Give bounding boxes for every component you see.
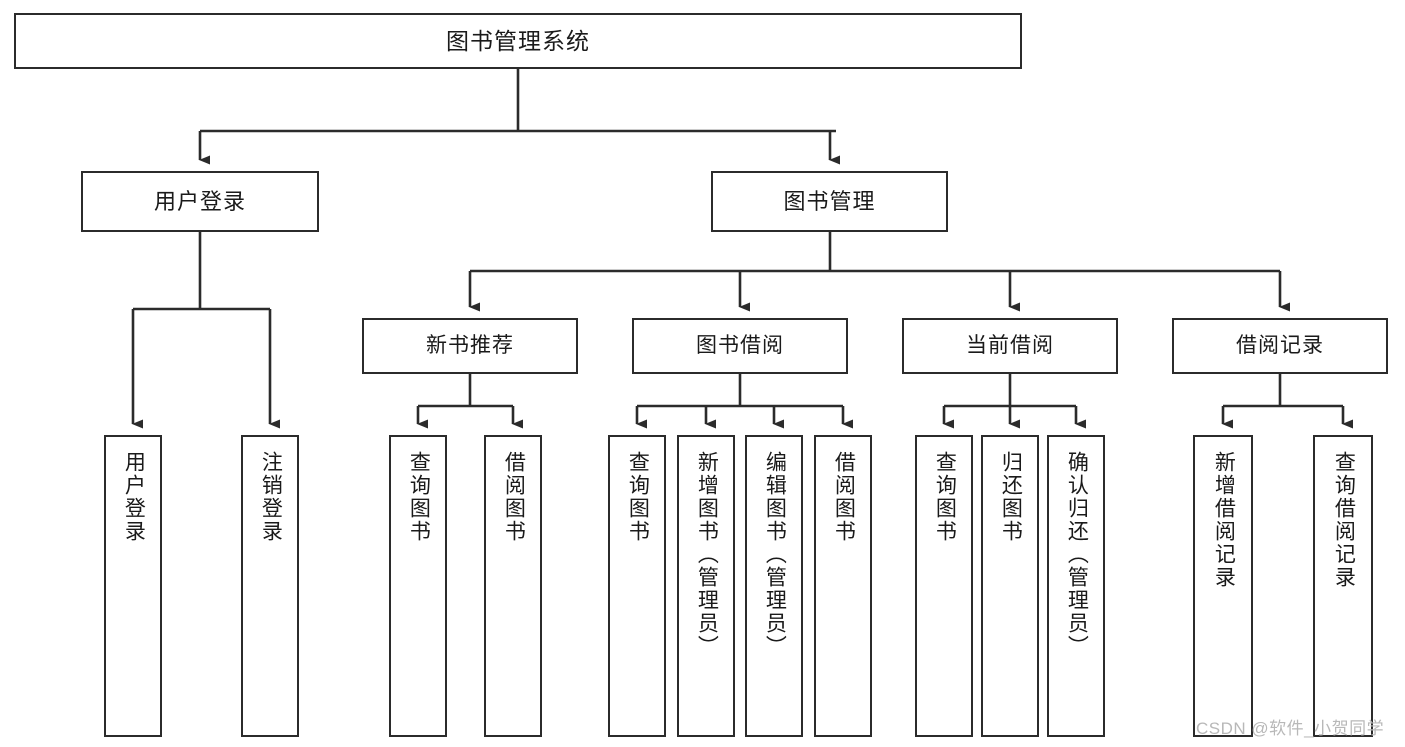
leaf-user-logout[interactable]: 注销登录 (241, 435, 299, 737)
node-root-label: 图书管理系统 (446, 27, 590, 54)
node-user-login[interactable]: 用户登录 (81, 171, 319, 232)
node-book-manage-label: 图书管理 (783, 188, 876, 214)
leaf-borrow-add-book-label: 新增图书（管理员） (695, 451, 719, 658)
node-user-login-label: 用户登录 (153, 188, 246, 214)
leaf-cur-query-book[interactable]: 查询图书 (915, 435, 973, 737)
leaf-borrow-add-book[interactable]: 新增图书（管理员） (677, 435, 735, 737)
leaf-record-add[interactable]: 新增借阅记录 (1193, 435, 1253, 737)
leaf-borrow-query-book-label: 查询图书 (626, 451, 650, 543)
leaf-record-search-label: 查询借阅记录 (1332, 451, 1356, 589)
node-book-manage[interactable]: 图书管理 (711, 171, 948, 232)
leaf-user-login[interactable]: 用户登录 (104, 435, 162, 737)
leaf-borrow-edit-book[interactable]: 编辑图书（管理员） (745, 435, 803, 737)
leaf-cur-confirm-return[interactable]: 确认归还（管理员） (1047, 435, 1105, 737)
leaf-rec-borrow-book[interactable]: 借阅图书 (484, 435, 542, 737)
leaf-cur-return-book-label: 归还图书 (999, 451, 1023, 543)
leaf-record-search[interactable]: 查询借阅记录 (1313, 435, 1373, 737)
leaf-borrow-lend-book-label: 借阅图书 (832, 451, 856, 543)
csdn-watermark: CSDN @软件_小贺同学 (1196, 719, 1385, 738)
leaf-cur-return-book[interactable]: 归还图书 (981, 435, 1039, 737)
node-new-book-rec-label: 新书推荐 (426, 333, 514, 357)
node-new-book-rec[interactable]: 新书推荐 (362, 318, 578, 374)
node-borrow-record-label: 借阅记录 (1236, 333, 1324, 357)
leaf-borrow-edit-book-label: 编辑图书（管理员） (763, 451, 787, 658)
leaf-user-login-label: 用户登录 (122, 451, 146, 543)
leaf-borrow-query-book[interactable]: 查询图书 (608, 435, 666, 737)
leaf-cur-confirm-return-label: 确认归还（管理员） (1065, 451, 1089, 658)
leaf-record-add-label: 新增借阅记录 (1212, 451, 1236, 589)
node-current-borrow[interactable]: 当前借阅 (902, 318, 1118, 374)
leaf-cur-query-book-label: 查询图书 (933, 451, 957, 543)
leaf-rec-query-book[interactable]: 查询图书 (389, 435, 447, 737)
leaf-borrow-lend-book[interactable]: 借阅图书 (814, 435, 872, 737)
node-book-borrow[interactable]: 图书借阅 (632, 318, 848, 374)
leaf-user-logout-label: 注销登录 (259, 451, 283, 543)
node-book-borrow-label: 图书借阅 (696, 333, 784, 357)
node-current-borrow-label: 当前借阅 (966, 333, 1054, 357)
node-borrow-record[interactable]: 借阅记录 (1172, 318, 1388, 374)
leaf-rec-query-book-label: 查询图书 (407, 451, 431, 543)
node-root-system[interactable]: 图书管理系统 (14, 13, 1022, 69)
leaf-rec-borrow-book-label: 借阅图书 (502, 451, 526, 543)
